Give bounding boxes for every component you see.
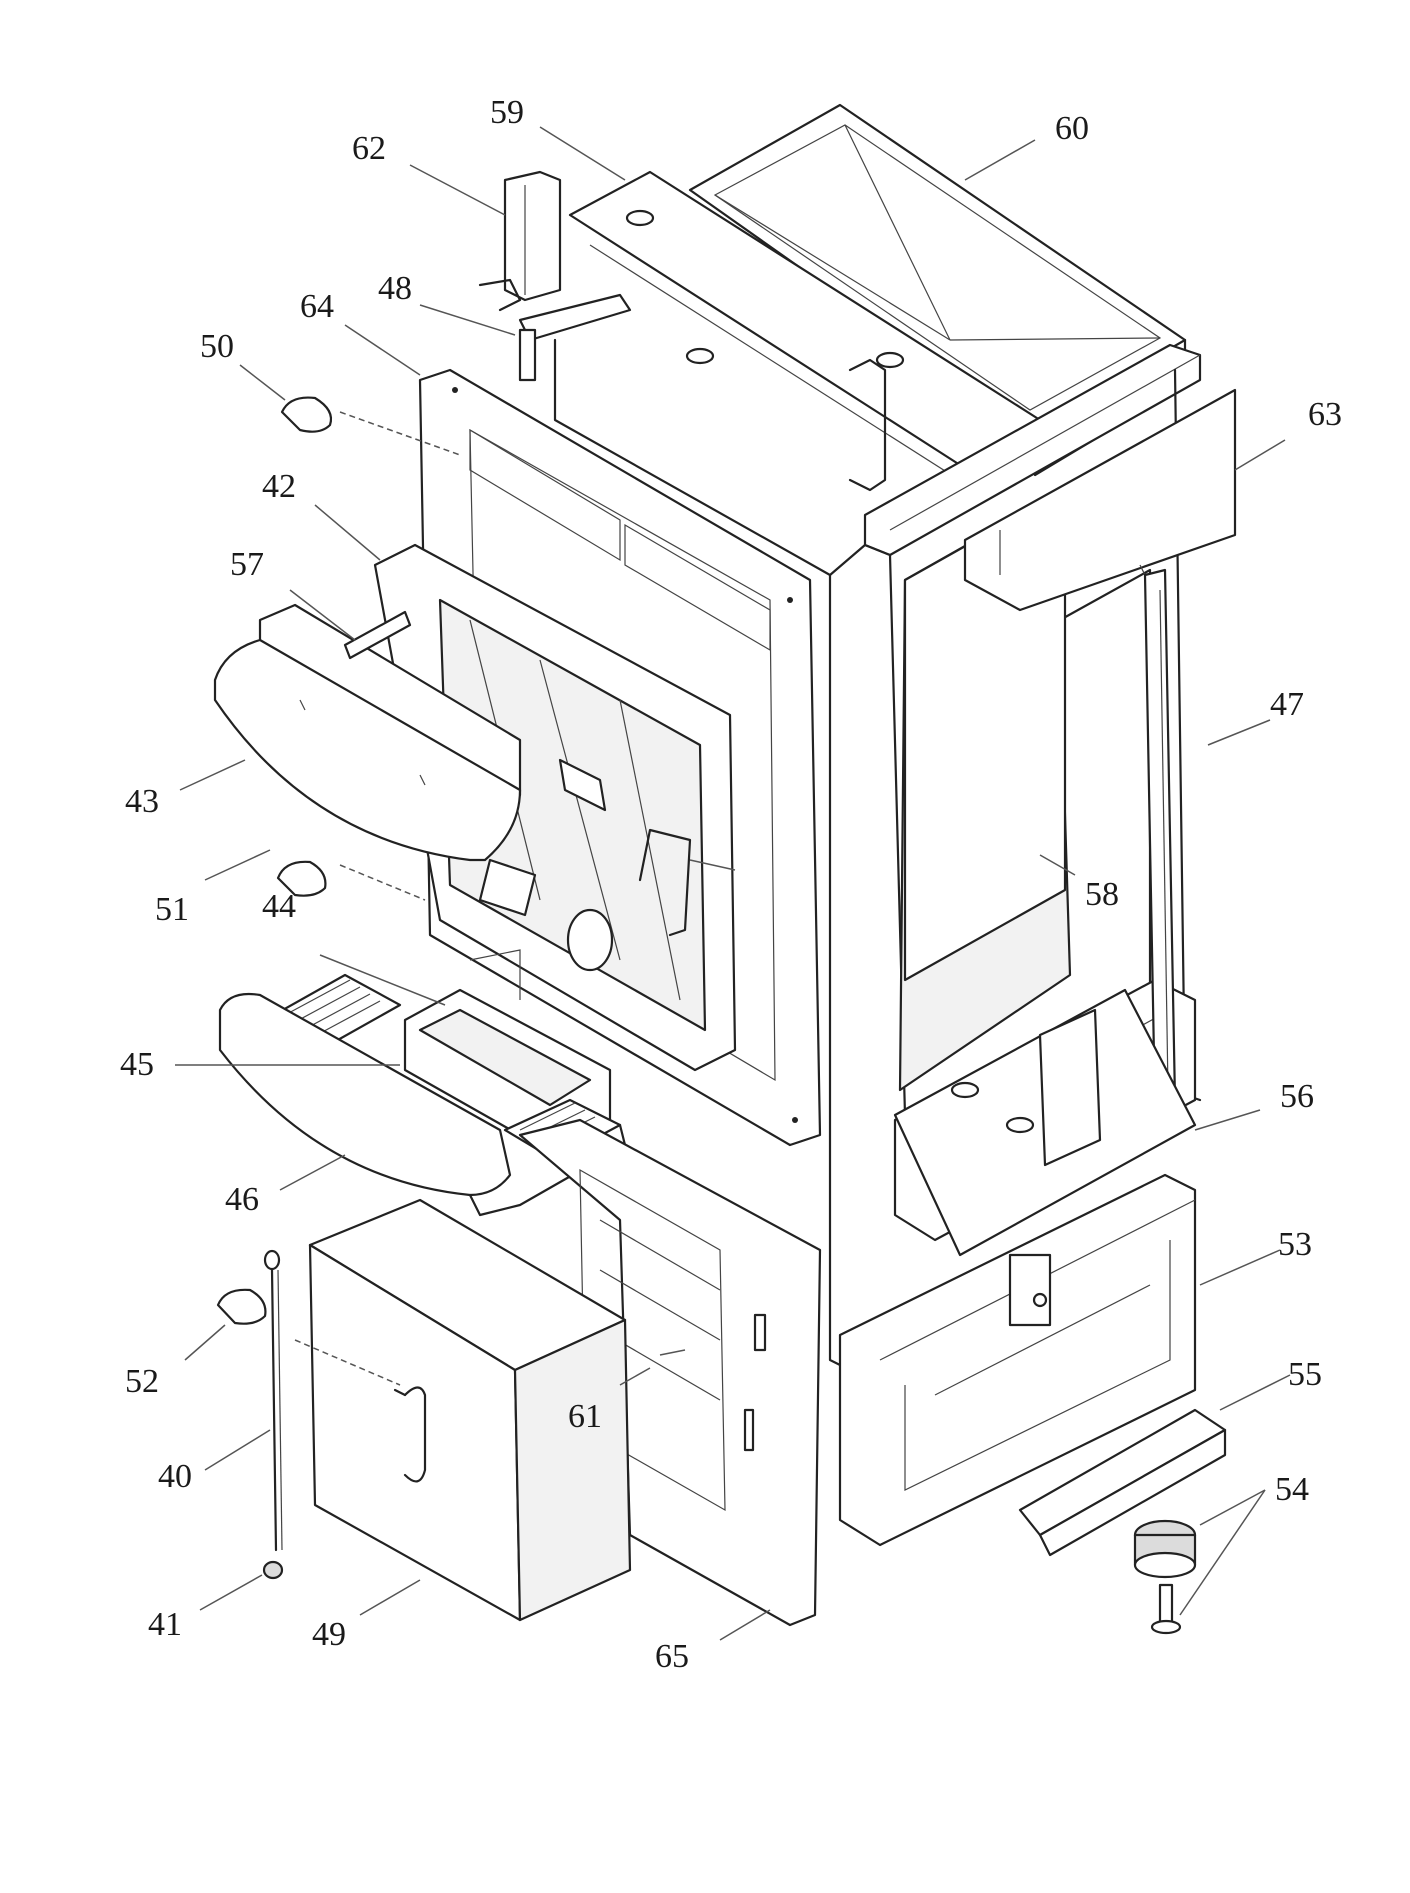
part-label-50: 50 — [200, 328, 234, 365]
part-label-61: 61 — [568, 1398, 602, 1435]
leader-lines — [175, 126, 1291, 1641]
part-label-53: 53 — [1278, 1226, 1312, 1263]
hinge-52 — [216, 1288, 267, 1325]
hinge-50 — [280, 396, 461, 456]
storage-box — [294, 1198, 632, 1622]
part-label-62: 62 — [352, 130, 386, 167]
part-label-51: 51 — [155, 891, 189, 928]
part-label-40: 40 — [158, 1458, 192, 1495]
adjustable-foot — [1133, 1519, 1197, 1635]
part-label-45: 45 — [120, 1046, 154, 1083]
firebox-door — [373, 543, 737, 1072]
part-label-57: 57 — [230, 546, 264, 583]
part-label-43: 43 — [125, 783, 159, 820]
part-label-49: 49 — [312, 1616, 346, 1653]
part-label-52: 52 — [125, 1363, 159, 1400]
nut-41 — [262, 1560, 284, 1580]
part-label-48: 48 — [378, 270, 412, 307]
foot-bracket — [1018, 1408, 1227, 1557]
hinge-51 — [276, 860, 426, 901]
part-label-56: 56 — [1280, 1078, 1314, 1115]
part-label-59: 59 — [490, 94, 524, 131]
pin-40 — [263, 1249, 283, 1552]
part-label-58: 58 — [1085, 876, 1119, 913]
part-label-63: 63 — [1308, 396, 1342, 433]
part-label-47: 47 — [1270, 686, 1304, 723]
bracket-48 — [518, 293, 887, 492]
wing-plate — [963, 388, 1237, 612]
lower-door — [518, 1118, 822, 1627]
part-label-65: 65 — [655, 1638, 689, 1675]
floor-plate — [893, 988, 1197, 1257]
part-label-64: 64 — [300, 288, 334, 325]
part-label-44: 44 — [262, 888, 296, 925]
part-label-60: 60 — [1055, 110, 1089, 147]
part-label-54: 54 — [1275, 1471, 1309, 1508]
part-label-55: 55 — [1288, 1356, 1322, 1393]
bracket-62 — [478, 170, 562, 312]
part-label-42: 42 — [262, 468, 296, 505]
part-label-46: 46 — [225, 1181, 259, 1218]
hinge-57 — [343, 610, 412, 660]
part-label-41: 41 — [148, 1606, 182, 1643]
front-bar — [218, 992, 627, 1217]
top-drawer — [213, 603, 537, 917]
base-frame — [838, 1173, 1197, 1547]
